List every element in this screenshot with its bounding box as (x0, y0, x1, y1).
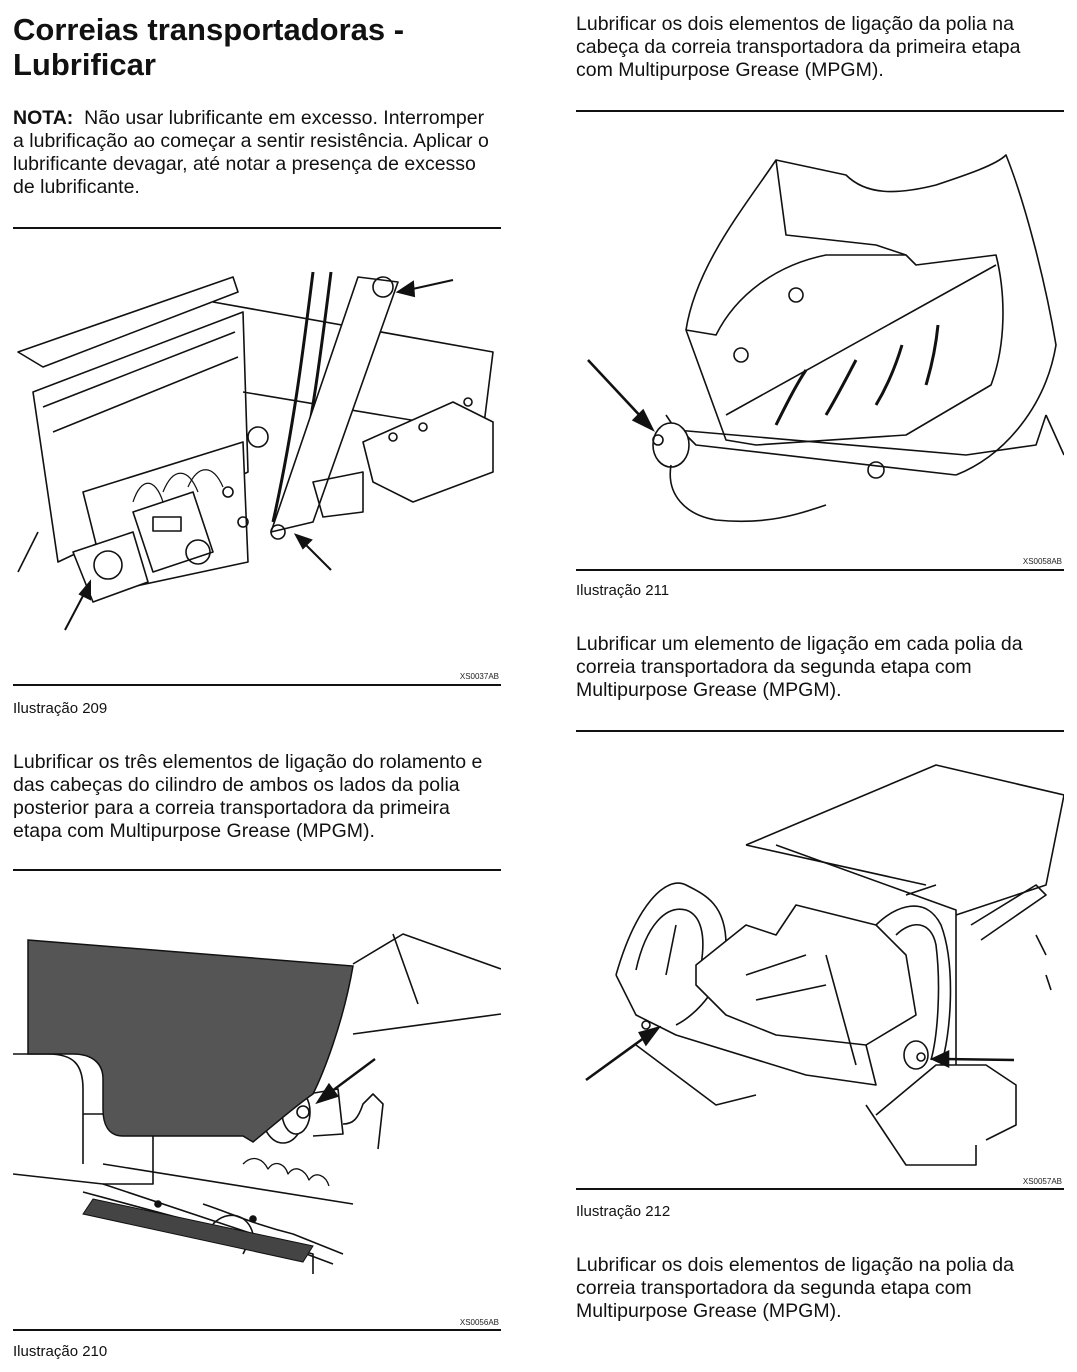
page-title: Correias transportadoras - Lubrificar (13, 12, 405, 82)
figure-211: XS0058AB (576, 115, 1064, 567)
figure-caption: Ilustração 210 (13, 1343, 108, 1360)
rear-pulley-illustration (13, 933, 501, 1274)
figure-caption: Ilustração 211 (576, 582, 670, 599)
divider (13, 1329, 501, 1331)
figure-code: XS0056AB (459, 1318, 499, 1327)
figure-caption: Ilustração 209 (13, 700, 108, 717)
note-text: Não usar lubrificante em excesso. Interr… (13, 107, 489, 198)
figure-code: XS0057AB (1022, 1177, 1062, 1186)
divider (576, 730, 1064, 732)
figure-209: XS0037AB (13, 232, 501, 682)
figure-code: XS0037AB (459, 672, 499, 681)
divider (576, 110, 1064, 112)
divider (13, 869, 501, 871)
instruction-paragraph: Lubrificar os dois elementos de ligação … (576, 1254, 1014, 1322)
note-label: NOTA: (13, 107, 74, 129)
head-pulley-illustration (587, 154, 1064, 523)
figure-212: XS0057AB (576, 735, 1064, 1187)
figure-code: XS0058AB (1022, 557, 1062, 566)
second-stage-pulley-illustration (585, 764, 1064, 1166)
roller-assembly-illustration (17, 271, 494, 631)
instruction-paragraph: Lubrificar os três elementos de ligação … (13, 751, 483, 842)
instruction-paragraph: Lubrificar os dois elementos de ligação … (576, 13, 1021, 81)
figure-210: XS0056AB (13, 874, 501, 1328)
divider (13, 227, 501, 229)
figure-caption: Ilustração 212 (576, 1203, 671, 1220)
divider (576, 569, 1064, 571)
divider (13, 684, 501, 686)
divider (576, 1188, 1064, 1190)
note-paragraph: NOTA: Não usar lubrificante em excesso. … (13, 107, 499, 199)
instruction-paragraph: Lubrificar um elemento de ligação em cad… (576, 633, 1023, 701)
